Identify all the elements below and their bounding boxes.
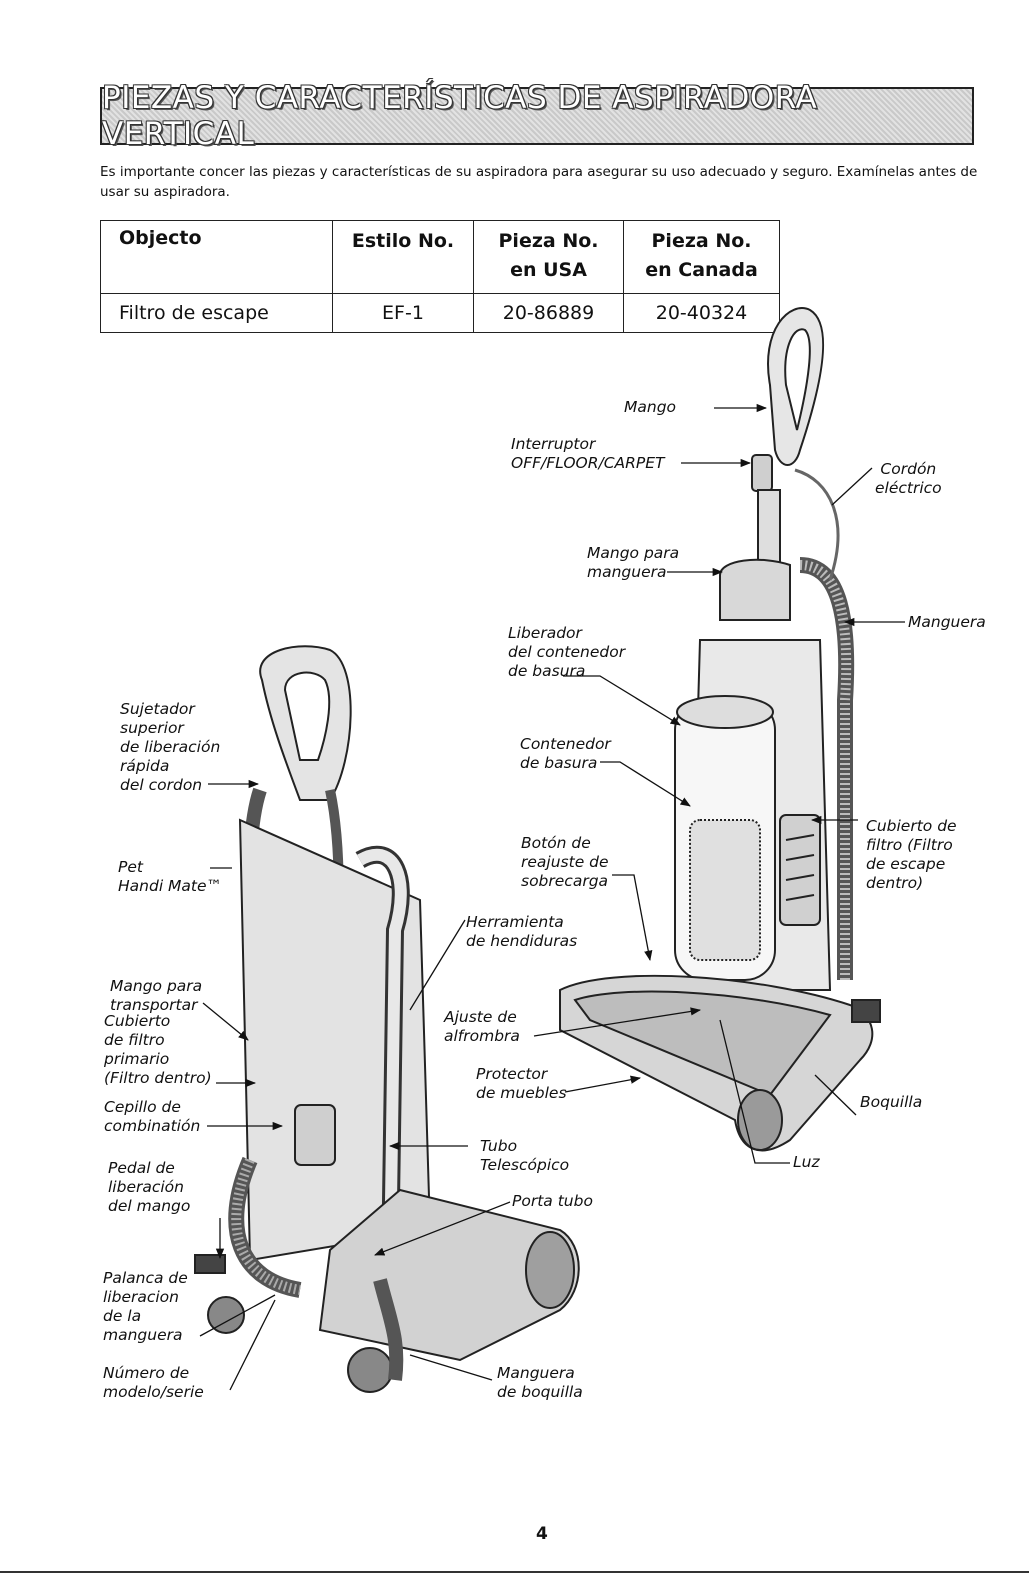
label-cubierto-filtro-primario: Cubierto de filtro primario (Filtro dent…	[104, 1012, 212, 1087]
label-porta-tubo: Porta tubo	[512, 1192, 593, 1210]
front-vacuum-drawing	[559, 307, 881, 1152]
label-interruptor: Interruptor OFF/FLOOR/CARPET	[511, 435, 665, 472]
page-number: 4	[536, 1524, 548, 1544]
page-title: PIEZAS Y CARACTERÍSTICAS DE ASPIRADORA V…	[102, 80, 818, 152]
table-row: Filtro de escape EF-1 20-86889 20-40324	[100, 293, 780, 333]
label-manguera-boquilla: Manguera de boquilla	[497, 1364, 583, 1401]
intro-paragraph: Es importante concer las piezas y caract…	[100, 164, 978, 200]
label-pet-handi-mate: Pet Handi Mate™	[118, 858, 223, 895]
label-herramienta: Herramienta de hendiduras	[466, 913, 578, 950]
label-boquilla: Boquilla	[860, 1093, 923, 1111]
label-protector: Protector de muebles	[476, 1065, 567, 1102]
header-pieza-usa-text: Pieza No. en USA	[498, 230, 599, 281]
table-header-row: Objecto Estilo No. Pieza No. en USA Piez…	[100, 220, 780, 294]
label-pedal: Pedal de liberación del mango	[108, 1159, 191, 1215]
label-boton-reajuste: Botón de reajuste de sobrecarga	[521, 834, 609, 890]
title-banner: PIEZAS Y CARACTERÍSTICAS DE ASPIRADORA V…	[100, 80, 974, 152]
cell-pieza-canada: 20-40324	[623, 293, 780, 333]
parts-table: Objecto Estilo No. Pieza No. en USA Piez…	[100, 220, 780, 333]
header-pieza-canada-text: Pieza No. en Canada	[645, 230, 758, 281]
label-contenedor: Contenedor de basura	[520, 735, 611, 772]
rear-vacuum-drawing	[194, 645, 580, 1393]
label-liberador: Liberador del contenedor de basura	[508, 624, 626, 680]
label-tubo: Tubo Telescópico	[480, 1137, 570, 1174]
cell-estilo: EF-1	[332, 293, 474, 333]
footer-rule	[0, 1571, 1029, 1573]
header-pieza-usa: Pieza No. en USA	[473, 220, 624, 294]
label-mango-transportar: Mango para transportar	[110, 977, 203, 1014]
header-objecto: Objecto	[100, 220, 333, 294]
label-sujetador: Sujetador superior de liberación rápida …	[120, 700, 221, 794]
label-palanca: Palanca de liberacion de la manguera	[103, 1269, 188, 1344]
header-estilo: Estilo No.	[332, 220, 474, 294]
label-manguera: Manguera	[908, 613, 986, 631]
label-cubierto-filtro-escape: Cubierto de filtro (Filtro de escape den…	[866, 817, 957, 892]
label-mango-manguera: Mango para manguera	[587, 544, 680, 581]
label-mango: Mango	[624, 398, 677, 416]
label-cepillo: Cepillo de combinatión	[104, 1098, 201, 1135]
cell-objecto: Filtro de escape	[100, 293, 333, 333]
header-pieza-canada: Pieza No. en Canada	[623, 220, 780, 294]
label-cordon-electrico: Cordón eléctrico	[875, 460, 942, 497]
label-luz: Luz	[793, 1153, 820, 1171]
label-numero-modelo: Número de modelo/serie	[103, 1364, 204, 1401]
leader-lines	[199, 403, 905, 1391]
label-ajuste-alfombra: Ajuste de alfrombra	[444, 1008, 520, 1045]
